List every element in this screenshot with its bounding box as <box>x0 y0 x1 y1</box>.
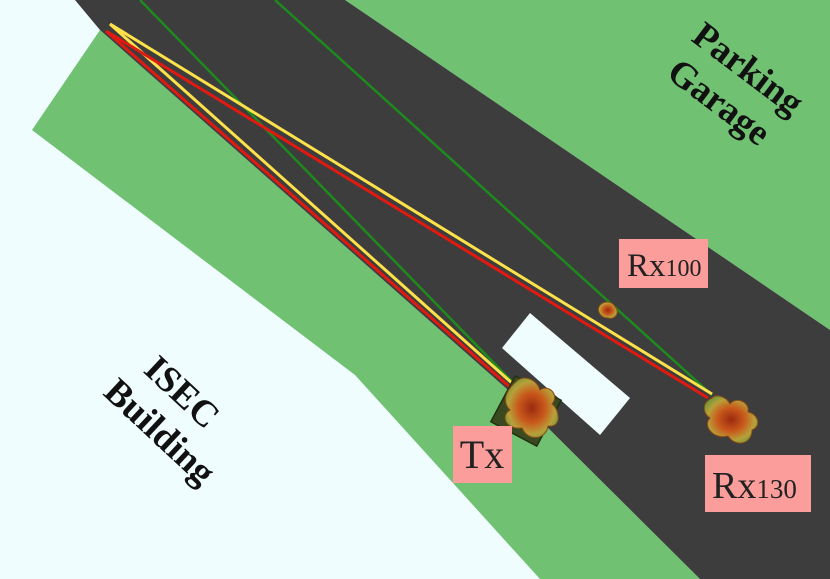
ray-yellow-2 <box>109 22 713 396</box>
tx-label: Tx <box>453 426 512 483</box>
rx130-label-text: Rx130 <box>712 465 797 507</box>
tx-label-text: Tx <box>460 432 504 477</box>
ray-red-1 <box>105 29 521 398</box>
rx100-label-text: Rx100 <box>627 248 702 284</box>
rx100-antenna <box>597 301 618 319</box>
road <box>75 0 830 579</box>
ray-green-2 <box>274 0 713 396</box>
traffic-island <box>502 313 630 435</box>
ray-red-2 <box>105 29 709 400</box>
ray-yellow-1 <box>109 22 523 394</box>
rx130-label: Rx130 <box>705 455 811 512</box>
rx130-antenna <box>703 395 759 444</box>
ray-green-1 <box>139 0 526 396</box>
rx100-label: Rx100 <box>619 239 708 288</box>
